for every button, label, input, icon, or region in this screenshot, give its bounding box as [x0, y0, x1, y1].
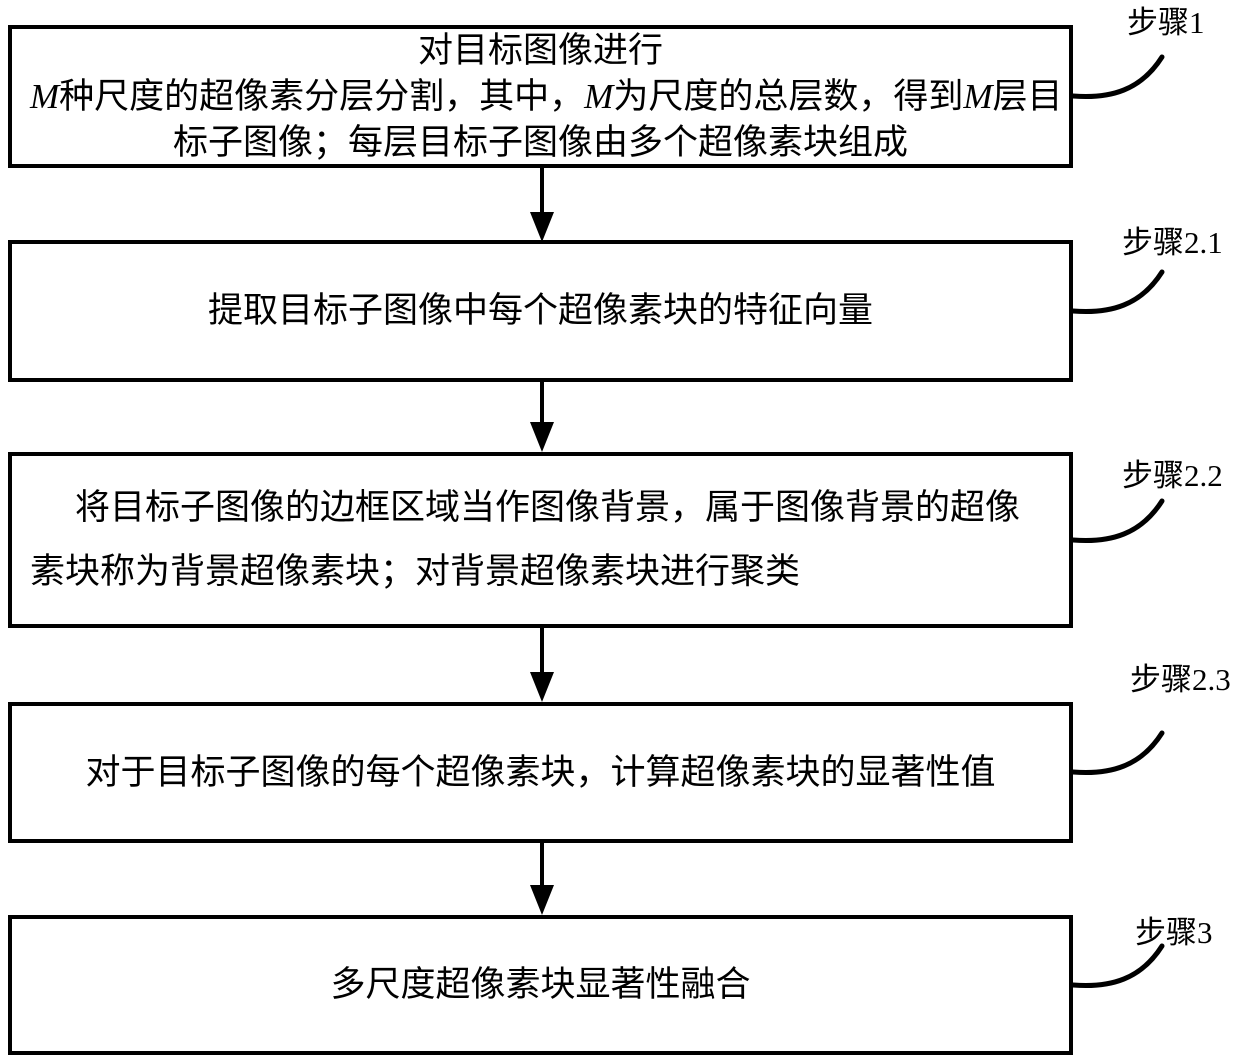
flow-box-step-2-2: 将目标子图像的边框区域当作图像背景，属于图像背景的超像 素块称为背景超像素块；对…	[8, 452, 1073, 628]
step-label-3: 步骤3	[1135, 915, 1213, 950]
connector-curve-step-3	[1071, 943, 1165, 989]
down-arrow-icon	[530, 380, 554, 452]
flow-box-step-2-2-line-1: 将目标子图像的边框区域当作图像背景，属于图像背景的超像	[75, 488, 1021, 527]
flow-box-step-2-1: 提取目标子图像中每个超像素块的特征向量	[8, 240, 1073, 382]
connector-curve-step-2-1	[1071, 269, 1165, 315]
flow-box-step-2-3-line-1: 对于目标子图像的每个超像素块，计算超像素块的显著性值	[85, 752, 996, 792]
flow-box-step-2-3: 对于目标子图像的每个超像素块，计算超像素块的显著性值	[8, 702, 1073, 843]
flow-box-step-1-line-2: M种尺度的超像素分层分割，其中，M为尺度的总层数，得到M层目	[30, 76, 1063, 116]
flow-box-step-3-line-1: 多尺度超像素块显著性融合	[330, 965, 751, 1004]
step-label-2-1: 步骤2.1	[1122, 225, 1223, 260]
down-arrow-icon	[530, 166, 554, 242]
connector-curve-step-1	[1071, 54, 1165, 100]
flow-box-step-1-line-3: 标子图像；每层目标子图像由多个超像素块组成	[172, 122, 908, 162]
flow-box-step-2-2-line-2: 素块称为背景超像素块；对背景超像素块进行聚类	[30, 552, 801, 591]
flow-box-step-2-1-line-1: 提取目标子图像中每个超像素块的特征向量	[207, 291, 873, 330]
flow-box-step-3: 多尺度超像素块显著性融合	[8, 915, 1073, 1055]
flow-box-step-1-line-1: 对目标图像进行	[417, 30, 663, 70]
flow-box-step-1: 对目标图像进行 M种尺度的超像素分层分割，其中，M为尺度的总层数，得到M层目 标…	[8, 25, 1073, 168]
step-label-2-3: 步骤2.3	[1130, 662, 1231, 697]
step-label-2-2: 步骤2.2	[1122, 458, 1223, 493]
down-arrow-icon	[530, 626, 554, 702]
down-arrow-icon	[530, 841, 554, 915]
connector-curve-step-2-2	[1071, 498, 1165, 544]
step-label-1: 步骤1	[1127, 5, 1205, 40]
connector-curve-step-2-3	[1071, 730, 1165, 776]
